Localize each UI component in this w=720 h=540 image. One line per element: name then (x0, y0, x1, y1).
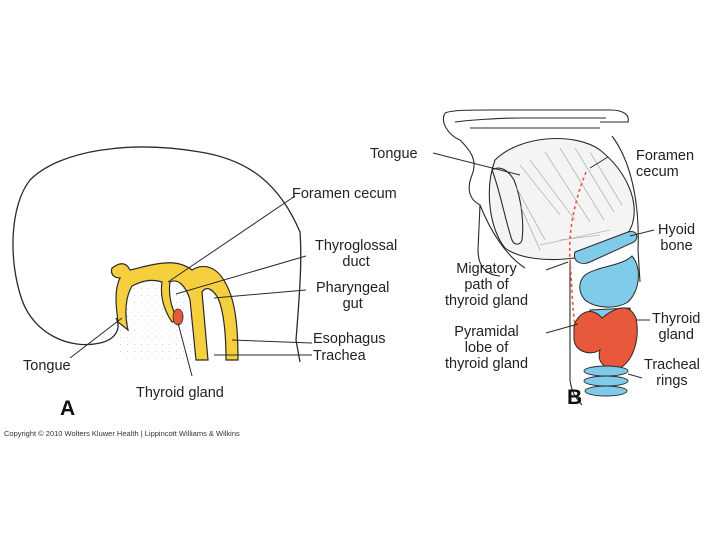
label-a-esophagus: Esophagus (313, 331, 386, 347)
panel-a-drawing (13, 147, 301, 362)
label-a-pharyngeal-gut: Pharyngeal gut (316, 280, 389, 312)
label-b-foramen-cecum: Foramen cecum (636, 148, 694, 180)
label-b-migratory-path: Migratory path of thyroid gland (445, 261, 528, 309)
label-a-tongue: Tongue (23, 358, 71, 374)
label-b-hyoid-bone: Hyoid bone (658, 222, 695, 254)
label-b-thyroid-gland: Thyroid gland (652, 311, 700, 343)
thyroid-cartilage (580, 256, 639, 307)
label-b-pyramidal-lobe: Pyramidal lobe of thyroid gland (445, 324, 528, 372)
label-a-thyroid-gland: Thyroid gland (136, 385, 224, 401)
label-b-tracheal-rings: Tracheal rings (644, 357, 700, 389)
label-a-foramen-cecum: Foramen cecum (292, 186, 397, 202)
tracheal-rings-shape (584, 366, 628, 396)
label-b-tongue: Tongue (370, 146, 418, 162)
label-a-thyroglossal-duct: Thyroglossal duct (315, 238, 397, 270)
panel-label-a: A (60, 397, 75, 421)
thyroid-primordium (173, 309, 183, 325)
panel-label-b: B (567, 386, 582, 410)
thyroid-gland-shape (574, 308, 637, 369)
copyright-line: Copyright © 2010 Wolters Kluwer Health |… (4, 429, 240, 438)
label-a-trachea: Trachea (313, 348, 366, 364)
